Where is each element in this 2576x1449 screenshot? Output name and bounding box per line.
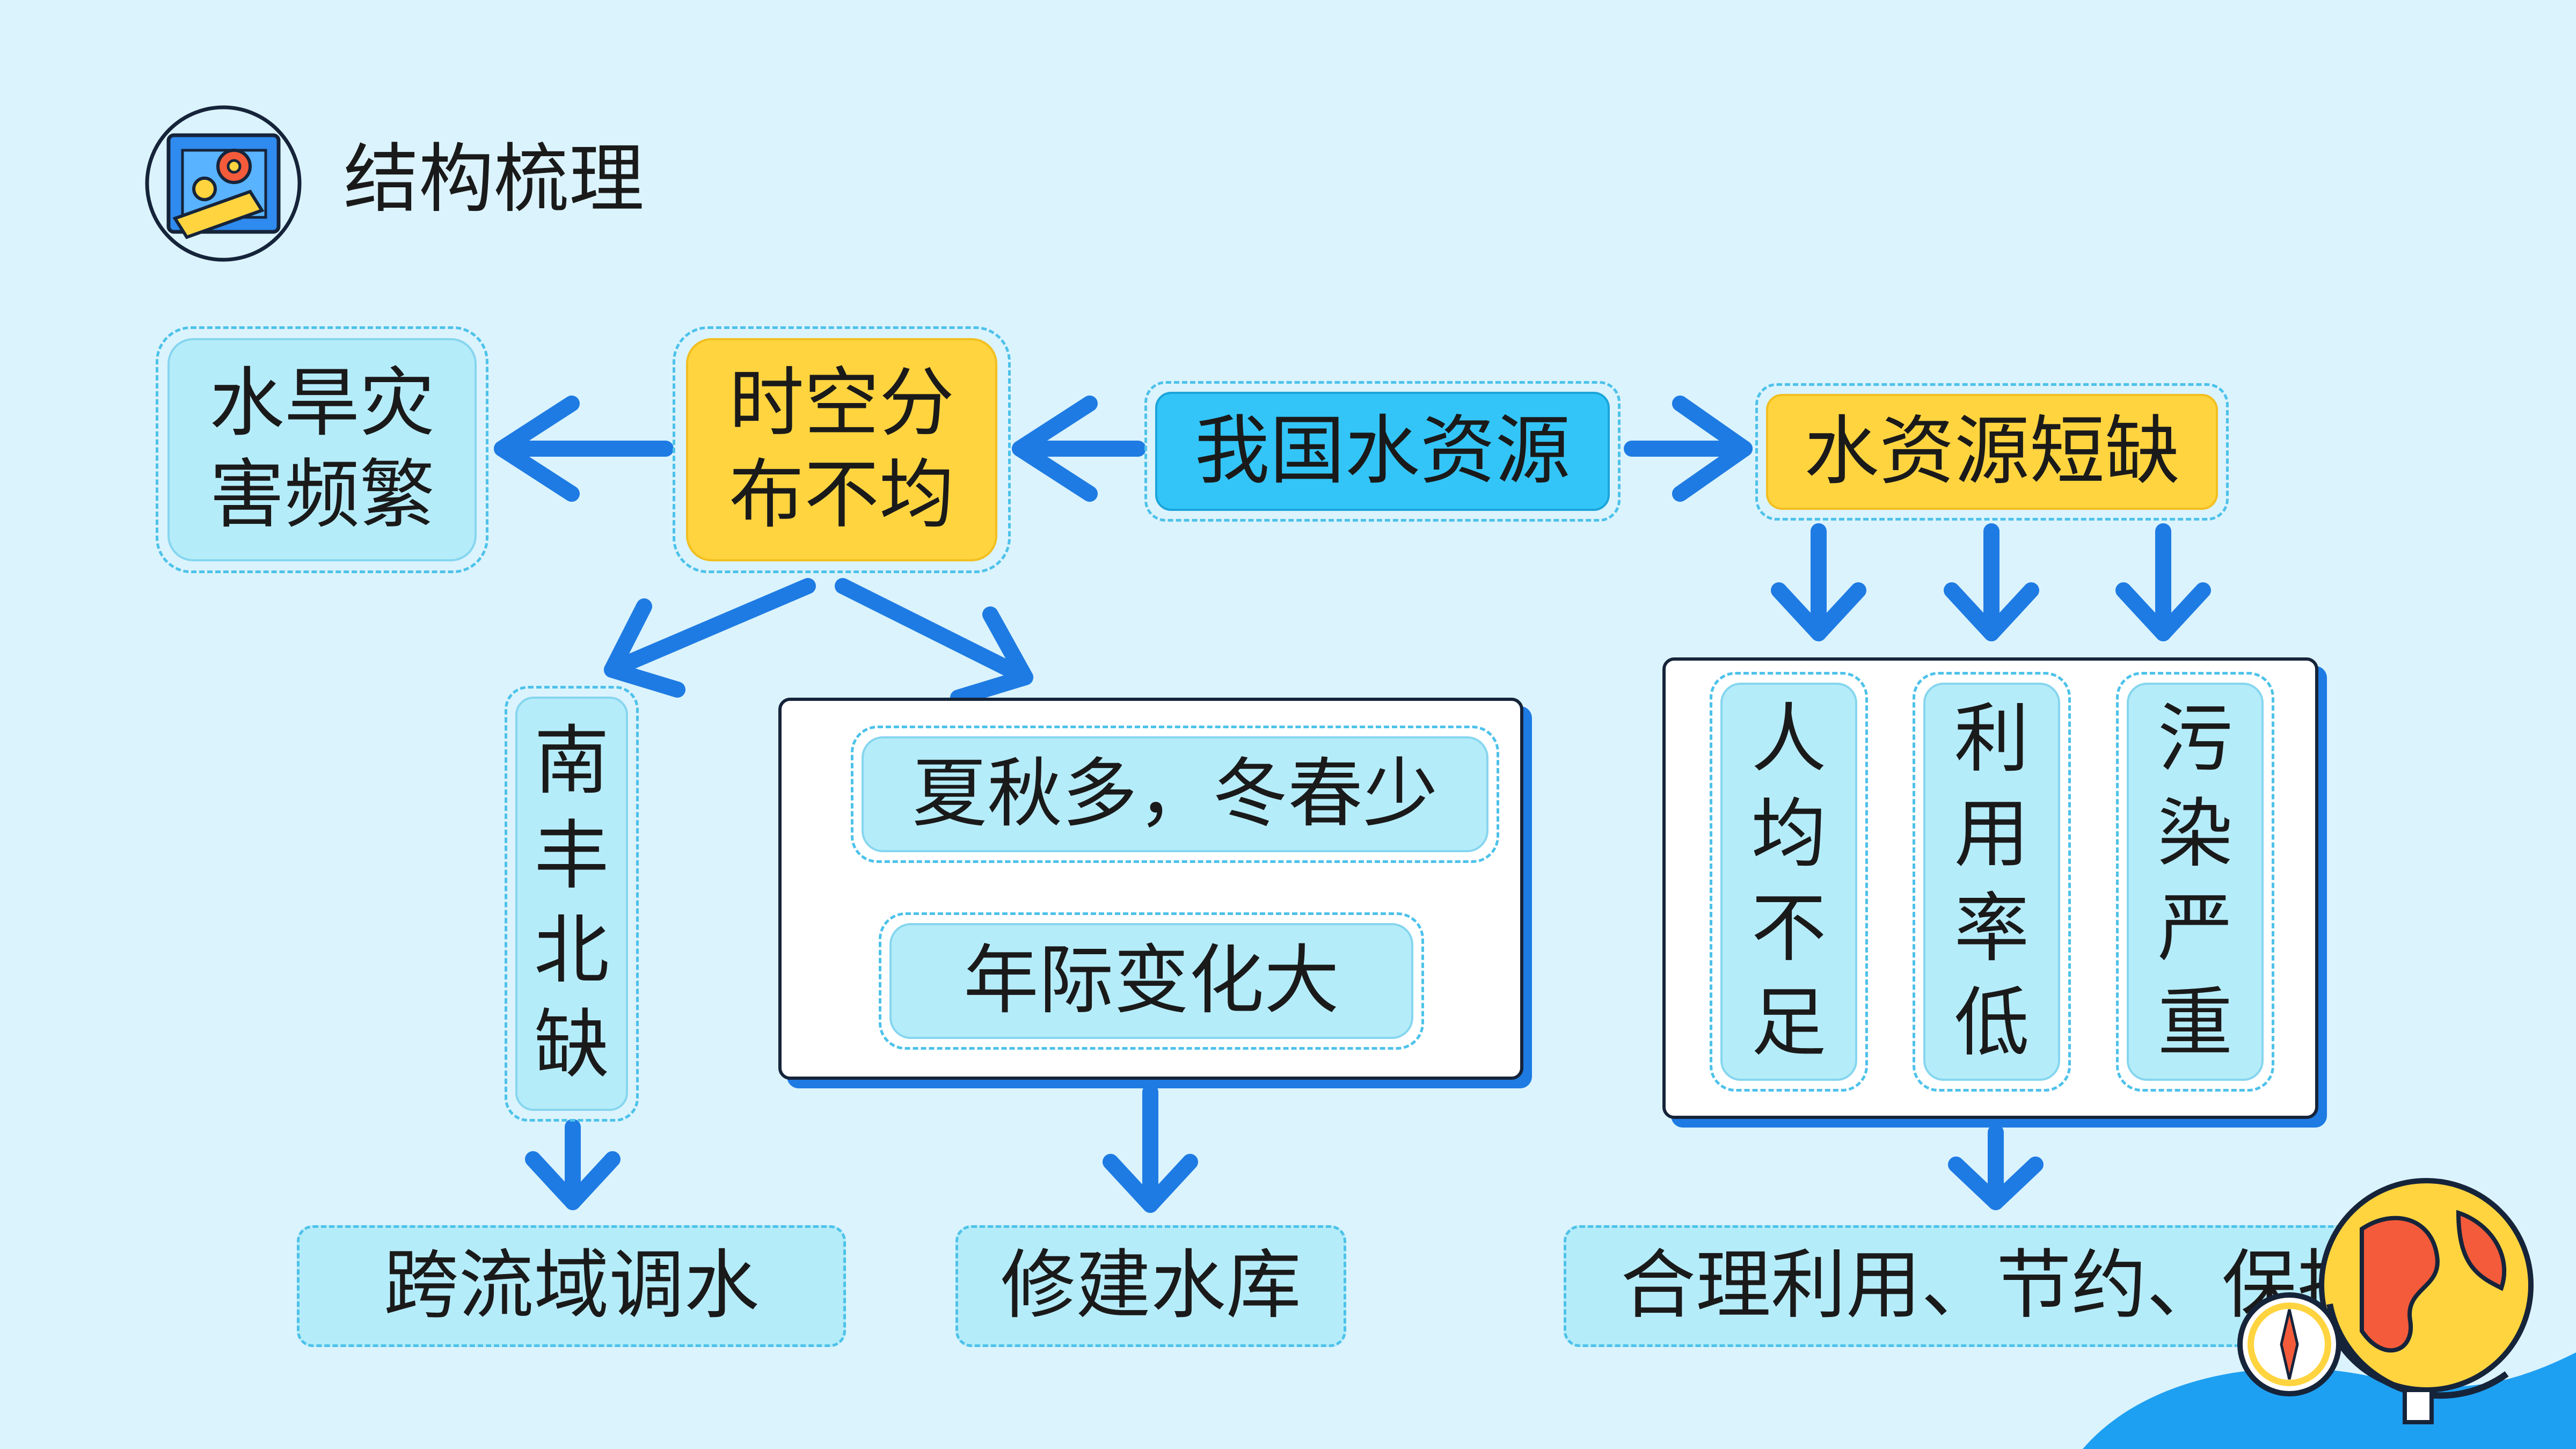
node-disaster-frame: [156, 326, 488, 573]
arrow-center-to-shortage: [1624, 396, 1753, 502]
node-per-capita-char: 不: [1751, 885, 1827, 972]
node-disaster-line: 水旱灾: [209, 360, 435, 448]
node-pollution-char: 染: [2157, 790, 2233, 878]
node-per-capita-char: 均: [1751, 790, 1827, 878]
node-south-north-char: 丰: [534, 812, 609, 900]
corner-decoration: [2083, 1178, 2576, 1449]
node-per-capita-frame: [1710, 672, 1868, 1092]
node-reservoir: 修建水库: [955, 1225, 1346, 1347]
node-annual-frame: [879, 912, 1424, 1050]
node-uneven: 时空分 布不均: [686, 338, 997, 561]
node-south-north: 南 丰 北 缺: [515, 697, 628, 1111]
node-south-north-char: 北: [534, 907, 609, 994]
page-title: 结构梳理: [344, 135, 645, 223]
header-icon: [143, 103, 304, 264]
wave-shape: [2083, 1352, 2576, 1449]
node-low-use: 利 用 率 低: [1923, 683, 2060, 1081]
node-per-capita-char: 足: [1751, 979, 1827, 1067]
node-shortage-frame: [1755, 383, 2229, 521]
node-pollution-frame: [2116, 672, 2274, 1092]
arrow-shortage-to-per-capita: [1771, 523, 1866, 641]
node-low-use-char: 低: [1954, 979, 2030, 1067]
arrow-south-north-to-transfer: [525, 1119, 621, 1210]
node-uneven-frame: [673, 326, 1011, 573]
arrow-shortage-to-pollution: [2115, 523, 2211, 641]
arrow-panel-to-reservoir: [1103, 1084, 1198, 1213]
node-pollution-char: 重: [2157, 979, 2233, 1067]
node-pollution-char: 污: [2157, 696, 2233, 784]
node-disaster: 水旱灾 害频繁: [167, 338, 477, 561]
node-center: 我国水资源: [1155, 392, 1610, 511]
arrow-uneven-to-season: [835, 578, 1033, 706]
node-low-use-frame: [1913, 672, 2071, 1092]
node-transfer: 跨流域调水: [297, 1225, 846, 1347]
gear-blueprint-icon: [145, 105, 302, 262]
node-uneven-line: 布不均: [728, 451, 954, 539]
arrow-uneven-to-disaster: [494, 396, 674, 502]
globe-icon: [2319, 1178, 2534, 1424]
node-low-use-char: 用: [1954, 790, 2030, 878]
arrow-uneven-to-south-north: [604, 578, 816, 698]
node-south-north-frame: [505, 686, 639, 1122]
node-per-capita: 人 均 不 足: [1720, 683, 1857, 1081]
node-season-frame: [851, 726, 1499, 863]
arrow-shortage-to-low-use: [1944, 523, 2039, 641]
node-annual: 年际变化大: [889, 923, 1413, 1039]
node-measures: 合理利用、节约、保护: [1564, 1225, 2429, 1347]
node-south-north-char: 南: [534, 718, 609, 806]
node-low-use-char: 率: [1954, 885, 2030, 972]
node-season: 夏秋多，冬春少: [862, 736, 1488, 852]
node-per-capita-char: 人: [1751, 696, 1827, 784]
node-center-frame: [1144, 381, 1621, 522]
compass-icon: [2237, 1292, 2341, 1396]
node-pollution: 污 染 严 重: [2127, 683, 2264, 1081]
node-south-north-char: 缺: [534, 1001, 609, 1089]
arrow-center-to-uneven: [1012, 396, 1146, 502]
node-pollution-char: 严: [2157, 885, 2233, 972]
node-uneven-line: 时空分: [728, 360, 954, 448]
node-low-use-char: 利: [1954, 696, 2030, 784]
arrow-panel-to-measures: [1948, 1124, 2044, 1210]
node-shortage: 水资源短缺: [1766, 394, 2218, 510]
node-disaster-line: 害频繁: [209, 451, 435, 539]
